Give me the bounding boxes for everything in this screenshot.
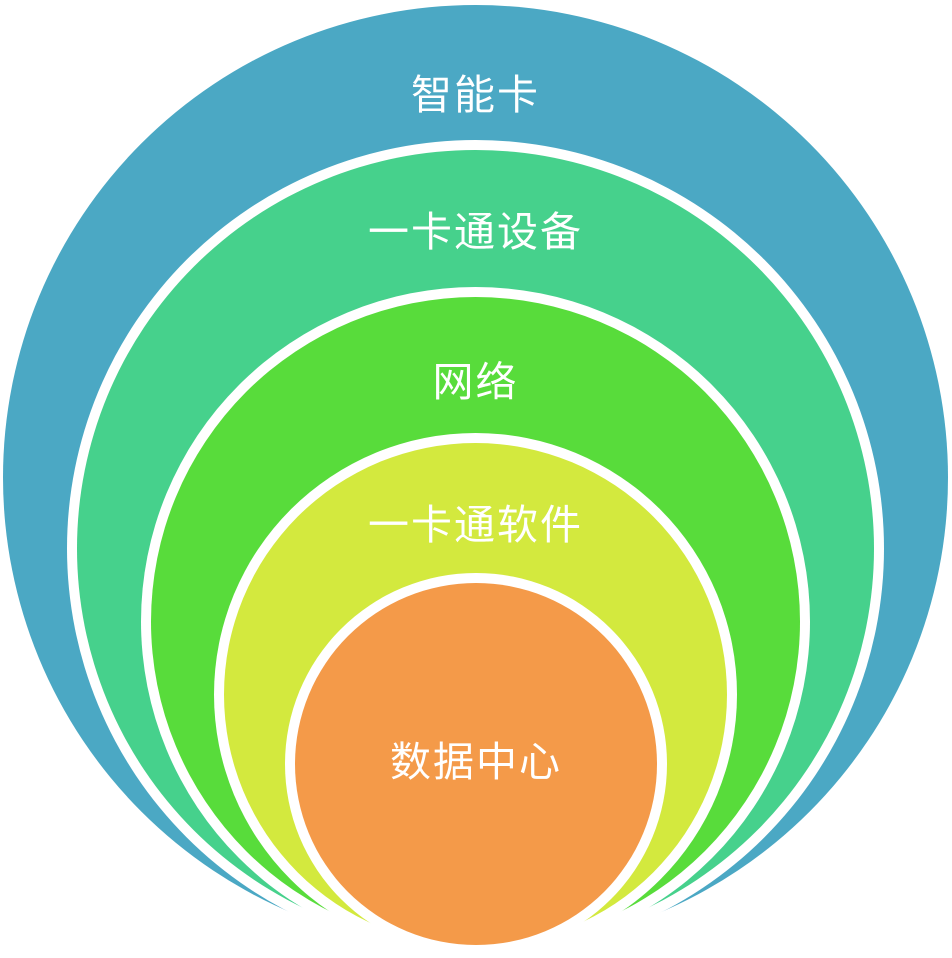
circle-label-data-center: 数据中心	[390, 739, 562, 785]
circle-data-center: 数据中心	[295, 583, 657, 945]
circle-label-onecard-software: 一卡通软件	[368, 502, 583, 548]
circle-label-smart-card: 智能卡	[411, 72, 540, 118]
circle-label-onecard-device: 一卡通设备	[368, 209, 583, 255]
circle-label-network: 网络	[432, 359, 519, 405]
